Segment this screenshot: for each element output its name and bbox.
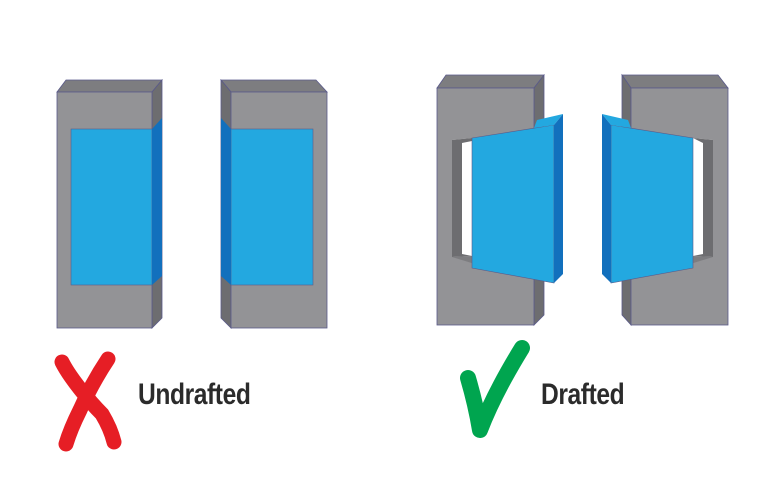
check-icon [460, 340, 530, 438]
undrafted-right-cavity [221, 118, 314, 286]
undrafted-left-cavity [70, 118, 162, 286]
drafted-right-cavity [602, 114, 694, 284]
drafted-right-mold-block [602, 73, 729, 327]
cross-icon [54, 351, 122, 452]
undrafted-right-mold-block [220, 78, 328, 329]
undrafted-label: Undrafted [138, 378, 251, 411]
drafted-label: Drafted [541, 378, 625, 411]
drafted-left-cavity [471, 114, 563, 284]
undrafted-left-mold-block [56, 78, 163, 329]
drafted-left-mold-block [436, 73, 563, 326]
